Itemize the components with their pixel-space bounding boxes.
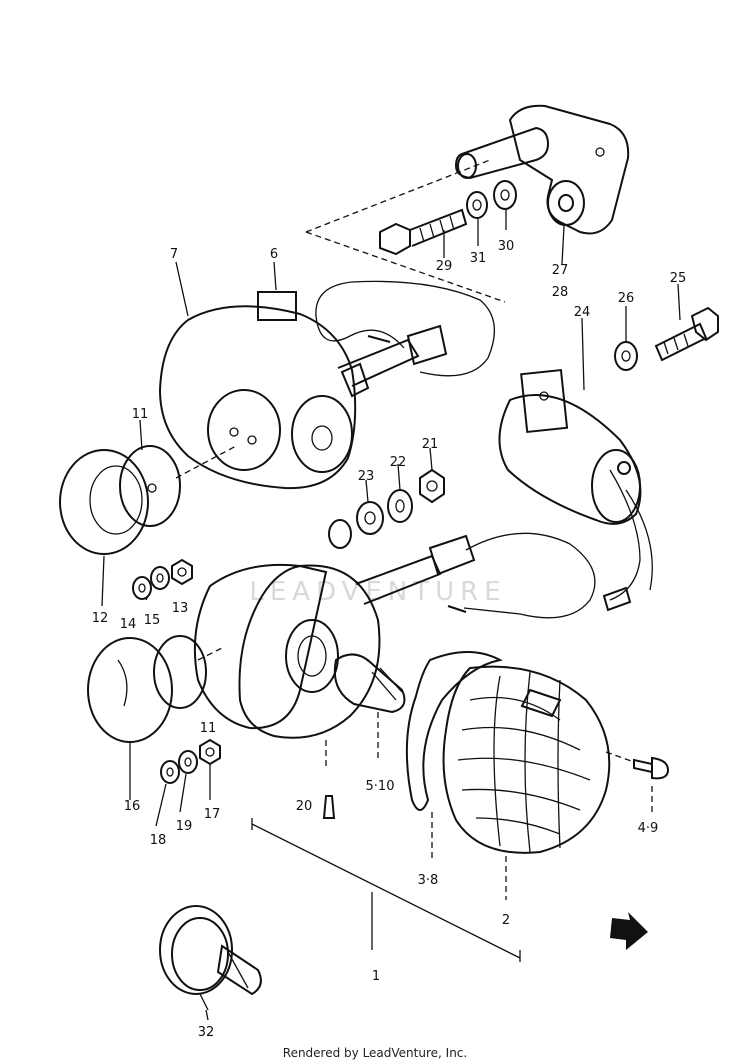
front-arrow-icon bbox=[610, 912, 648, 950]
part-label-29: 29 bbox=[436, 259, 453, 274]
part-label-11-upper: 11 bbox=[132, 407, 149, 422]
bulb-5 bbox=[333, 653, 406, 760]
guide-line bbox=[305, 159, 491, 233]
part-label-12: 12 bbox=[92, 611, 109, 626]
part-label-1: 1 bbox=[372, 969, 380, 984]
part-label-24: 24 bbox=[574, 305, 591, 320]
lens-gasket-3 bbox=[405, 651, 503, 862]
part-label-19: 19 bbox=[176, 819, 193, 834]
part-label-26: 26 bbox=[618, 291, 635, 306]
washer-26 bbox=[614, 341, 638, 371]
lens-16-lower bbox=[87, 637, 173, 743]
part-label-28: 28 bbox=[552, 285, 569, 300]
part-label-31: 31 bbox=[470, 251, 487, 266]
guide-line bbox=[175, 445, 237, 479]
part-label-15: 15 bbox=[144, 613, 161, 628]
part-label-2: 2 bbox=[502, 913, 510, 928]
assembly-bracket-ends bbox=[251, 818, 521, 962]
hose-clamp-32 bbox=[159, 905, 262, 1011]
part-label-13: 13 bbox=[172, 601, 189, 616]
screw-4 bbox=[605, 751, 670, 812]
part-label-14: 14 bbox=[120, 617, 137, 632]
part-label-16: 16 bbox=[124, 799, 141, 814]
upper-signal-housing bbox=[158, 280, 495, 490]
washer-23 bbox=[356, 501, 384, 535]
part-label-27: 27 bbox=[552, 263, 569, 278]
gasket-11-lower bbox=[153, 635, 207, 709]
washer-31 bbox=[466, 191, 488, 219]
part-label-5-10: 5·10 bbox=[366, 779, 395, 794]
mounting-bracket bbox=[454, 104, 630, 235]
terminal-20 bbox=[322, 740, 336, 819]
part-label-11-lower: 11 bbox=[200, 721, 217, 736]
washer-14 bbox=[132, 576, 152, 600]
bolt-29 bbox=[379, 208, 468, 256]
part-label-30: 30 bbox=[498, 239, 515, 254]
part-label-4-9: 4·9 bbox=[638, 821, 659, 836]
part-label-6: 6 bbox=[270, 247, 278, 262]
part-label-7: 7 bbox=[170, 247, 178, 262]
nut-21 bbox=[419, 468, 445, 504]
part-label-17: 17 bbox=[204, 807, 221, 822]
part-label-3-8: 3·8 bbox=[418, 873, 439, 888]
leader-lines bbox=[101, 210, 681, 1021]
nut-17 bbox=[199, 738, 221, 766]
part-label-25: 25 bbox=[670, 271, 687, 286]
nut-13 bbox=[171, 558, 193, 586]
relay-24 bbox=[498, 368, 653, 612]
lens-12-upper bbox=[59, 449, 149, 555]
washer-22 bbox=[387, 489, 413, 523]
washer-18 bbox=[160, 760, 180, 784]
lens-2 bbox=[442, 665, 611, 900]
washer-15 bbox=[150, 566, 170, 590]
guide-line bbox=[197, 647, 223, 661]
footer-credit: Rendered by LeadVenture, Inc. bbox=[282, 1046, 468, 1060]
part-label-18: 18 bbox=[150, 833, 167, 848]
washer-19 bbox=[178, 750, 198, 774]
part-label-23: 23 bbox=[358, 469, 375, 484]
washer-30 bbox=[493, 180, 517, 210]
part-label-32: 32 bbox=[198, 1025, 215, 1040]
assembly-bracket-line bbox=[251, 823, 521, 959]
part-label-21: 21 bbox=[422, 437, 439, 452]
part-label-20: 20 bbox=[296, 799, 313, 814]
washer-lower-stem bbox=[328, 519, 352, 549]
part-labels: 1 2 3·8 4·9 5·10 6 7 11 11 12 13 14 15 1… bbox=[92, 239, 687, 1040]
part-label-22: 22 bbox=[390, 455, 407, 470]
guide-line bbox=[305, 231, 506, 303]
watermark-text: LEADVENTURE bbox=[249, 577, 506, 607]
lower-signal-body bbox=[193, 532, 596, 739]
gasket-11-upper bbox=[119, 445, 181, 527]
bolt-25 bbox=[654, 306, 719, 362]
